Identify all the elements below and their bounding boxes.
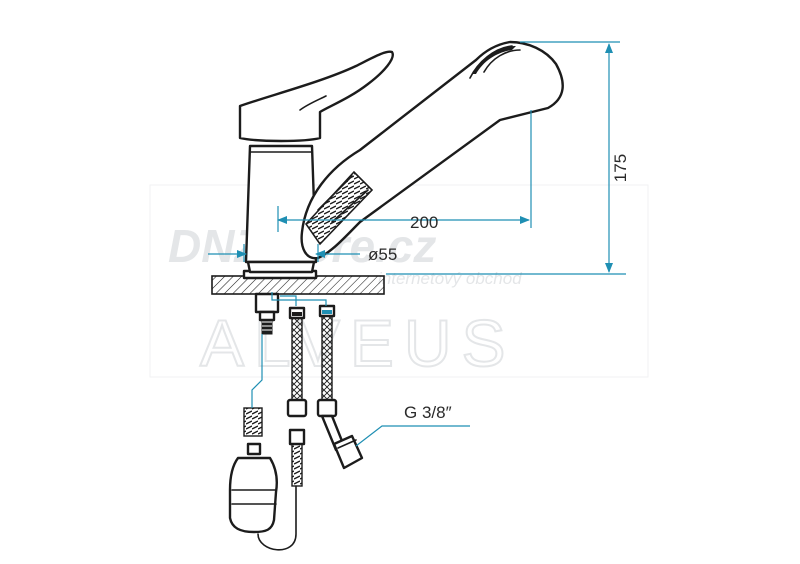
hose-rings <box>292 310 332 316</box>
length-dimension-label: 200 <box>410 213 438 232</box>
height-dimension-label: 175 <box>611 154 630 182</box>
faucet-body <box>244 144 318 274</box>
diameter-dimension-label: ø55 <box>368 245 397 264</box>
watermark-brand: ALVEUS <box>200 306 516 380</box>
dimension-lines <box>208 41 626 447</box>
hose-weight <box>228 407 297 551</box>
lever-handle <box>238 50 394 143</box>
connection-thread-label: G 3/8″ <box>404 403 452 422</box>
countertop <box>211 269 385 295</box>
watermark-tagline: internetový obchod <box>378 269 522 288</box>
spray-hose-spring <box>304 170 374 246</box>
